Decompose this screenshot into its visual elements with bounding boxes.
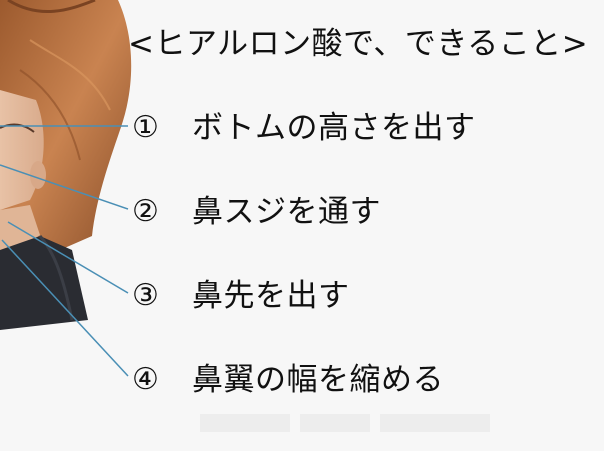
model-photo xyxy=(0,0,145,330)
item-number: ① xyxy=(132,110,159,145)
faint-watermark xyxy=(200,414,490,432)
item-number: ② xyxy=(132,194,159,229)
item-text: 鼻スジを通す xyxy=(192,194,381,230)
list-item: ③ 鼻先を出す xyxy=(132,272,350,320)
item-text: 鼻翼の幅を縮める xyxy=(192,362,444,398)
item-text: ボトムの高さを出す xyxy=(192,110,476,146)
heading: <ヒアルロン酸で、できること> xyxy=(128,26,589,62)
item-number: ③ xyxy=(132,278,159,313)
item-text: 鼻先を出す xyxy=(192,278,350,314)
list-item: ② 鼻スジを通す xyxy=(132,188,381,236)
item-number: ④ xyxy=(132,362,159,397)
list-item: ④ 鼻翼の幅を縮める xyxy=(132,356,444,404)
list-item: ① ボトムの高さを出す xyxy=(132,104,476,152)
model-photo-illustration xyxy=(0,0,132,330)
